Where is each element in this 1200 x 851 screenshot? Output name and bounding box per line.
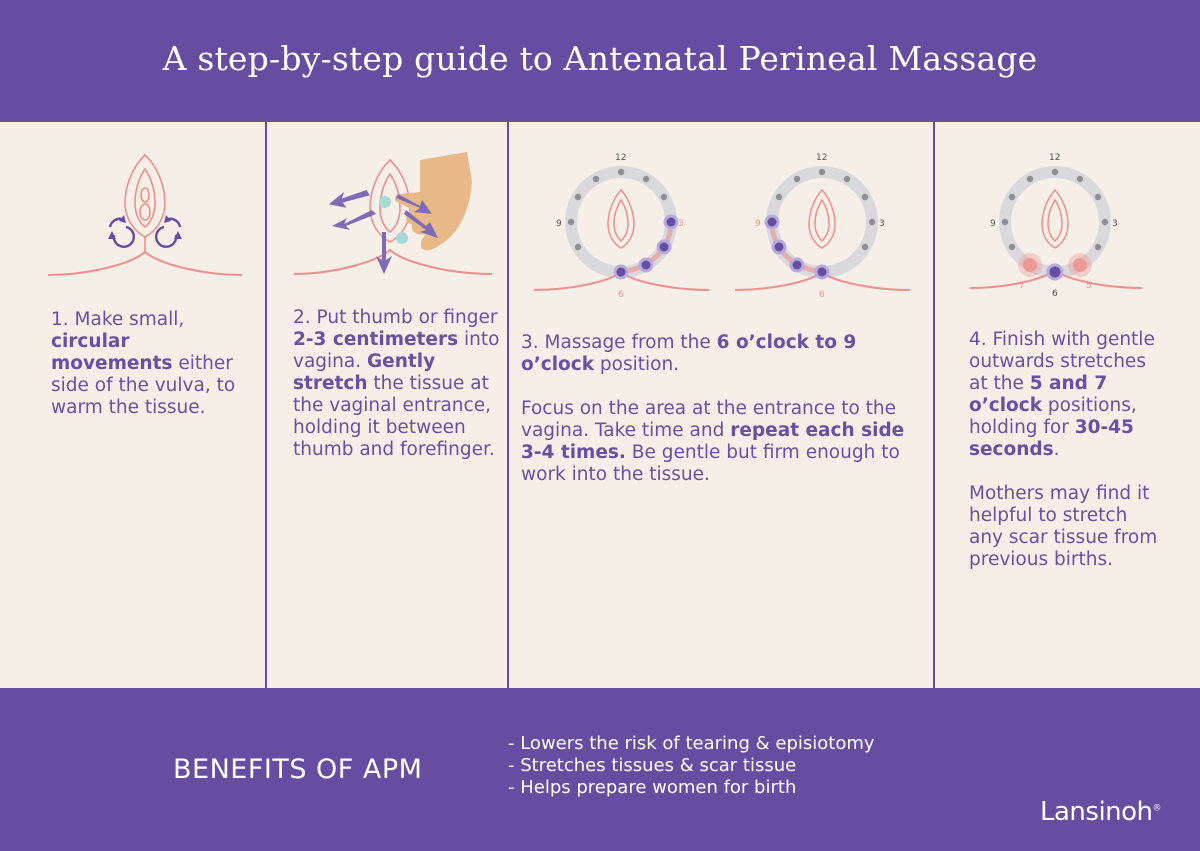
step-1-illustration	[47, 153, 243, 276]
clock-label-6: 6	[618, 290, 624, 300]
step-3-text: 3. Massage from the 6 o’clock to 9 o’clo…	[521, 332, 921, 486]
text-segment: 3. Massage from the	[521, 332, 717, 353]
header-banner: A step-by-step guide to Antenatal Perine…	[0, 0, 1200, 122]
step-1-text: 1. Make small, circular movements either…	[51, 309, 251, 419]
clock-label-9: 9	[556, 219, 562, 229]
text-segment: Mothers may find it helpful to stretch a…	[969, 483, 1158, 570]
benefits-title: BENEFITS OF APM	[173, 754, 423, 785]
step-2-panel: 2. Put thumb or finger 2-3 centimeters i…	[267, 122, 507, 688]
panel-divider	[933, 122, 935, 688]
benefit-item: - Stretches tissues & scar tissue	[508, 755, 797, 776]
page-title: A step-by-step guide to Antenatal Perine…	[162, 38, 1038, 78]
text-segment: .	[1053, 439, 1060, 460]
text-segment: either side of the vulva, to warm the ti…	[51, 353, 236, 418]
benefit-item: - Lowers the risk of tearing & episiotom…	[508, 733, 875, 754]
clock-diagram-right-side: 12 3 9 6	[533, 153, 710, 300]
bold-segment: 2-3 centimeters	[293, 329, 459, 350]
step-4-text: 4. Finish with gentle outwards stretches…	[969, 329, 1159, 571]
steps-panels: 1. Make small, circular movements either…	[0, 122, 1200, 688]
brand-registered-mark: ®	[1152, 803, 1162, 814]
panel-divider	[507, 122, 509, 688]
clock-label-3: 3	[678, 219, 684, 229]
bold-segment: Gently stretch	[293, 351, 436, 394]
benefit-item: - Helps prepare women for birth	[508, 777, 797, 798]
bold-segment: 5 and 7 o’clock	[969, 373, 1108, 416]
step-3-paragraph-2: Focus on the area at the entrance to the…	[521, 398, 921, 486]
clock-label-12: 12	[1049, 153, 1060, 163]
bold-segment: circular movements	[51, 331, 173, 374]
step-4-paragraph-1: 4. Finish with gentle outwards stretches…	[969, 329, 1159, 461]
step-4-panel: 12 3 9 6 5 7 4. Finish with gentle outwa…	[935, 122, 1200, 688]
benefits-list: - Lowers the risk of tearing & episiotom…	[508, 733, 875, 799]
clock-label-3: 3	[1112, 219, 1118, 229]
text-segment: Focus on the area at the entrance to the…	[521, 398, 897, 441]
step-2-illustration	[293, 152, 493, 275]
clock-diagram-left-side: 12 3 9 6	[734, 153, 911, 300]
stretch-arrows-icon	[328, 189, 438, 274]
clock-label-5: 5	[1086, 281, 1092, 291]
clock-label-9: 9	[755, 219, 761, 229]
text-segment: into vagina.	[293, 329, 500, 372]
text-segment: Be gentle but firm enough to work into t…	[521, 442, 900, 485]
bold-segment: repeat each side 3-4 times.	[521, 420, 905, 463]
clock-label-6: 6	[1052, 289, 1058, 299]
step-2-text: 2. Put thumb or finger 2-3 centimeters i…	[293, 307, 503, 461]
text-segment: 2. Put thumb or finger	[293, 307, 498, 328]
text-segment: position.	[594, 354, 680, 375]
clock-label-9: 9	[990, 219, 996, 229]
clock-label-3: 3	[879, 219, 885, 229]
hand-icon	[394, 152, 472, 251]
step-1-panel: 1. Make small, circular movements either…	[0, 122, 265, 688]
clock-diagram-stretch: 12 3 9 6 5 7	[969, 153, 1143, 299]
bold-segment: 30-45 seconds	[969, 417, 1134, 460]
text-segment: positions, holding for	[969, 395, 1137, 438]
clock-label-7: 7	[1019, 281, 1025, 291]
step-2-paragraph: 2. Put thumb or finger 2-3 centimeters i…	[293, 307, 503, 461]
text-segment: 1. Make small,	[51, 309, 185, 330]
step-4-paragraph-2: Mothers may find it helpful to stretch a…	[969, 483, 1159, 571]
circular-arrows-icon	[108, 217, 182, 248]
text-segment: the tissue at the vaginal entrance, hold…	[293, 373, 495, 460]
step-1-paragraph: 1. Make small, circular movements either…	[51, 309, 251, 419]
step-3-panel: 12 3 9 6 12 3 9 6	[509, 122, 933, 688]
clock-label-12: 12	[615, 153, 626, 163]
brand-name: Lansinoh	[1040, 797, 1153, 827]
vulva-outline	[124, 153, 166, 238]
step-3-paragraph-1: 3. Massage from the 6 o’clock to 9 o’clo…	[521, 332, 921, 376]
body-line	[47, 250, 243, 276]
brand-logo: Lansinoh®	[1040, 797, 1162, 827]
panel-divider	[265, 122, 267, 688]
clock-label-6: 6	[819, 290, 825, 300]
bold-segment: 6 o’clock to 9 o’clock	[521, 332, 857, 375]
clock-label-12: 12	[816, 153, 827, 163]
text-segment: 4. Finish with gentle outwards stretches…	[969, 329, 1155, 394]
finger-contact-point	[379, 196, 391, 208]
footer-banner: BENEFITS OF APM - Lowers the risk of tea…	[0, 688, 1200, 851]
